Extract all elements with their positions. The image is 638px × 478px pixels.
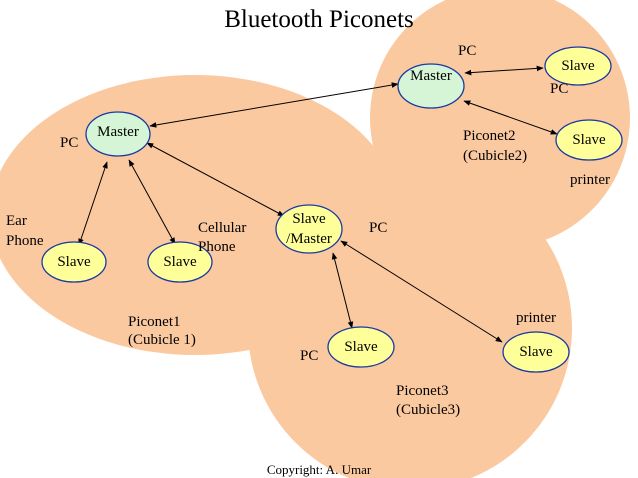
slave-p2-top-shape bbox=[544, 46, 612, 86]
printer2-label: printer bbox=[570, 172, 610, 188]
pc2-slave-label: PC bbox=[550, 81, 569, 97]
pc3-label: PC bbox=[300, 348, 319, 364]
slave-p1-right-node: Slave bbox=[148, 242, 212, 282]
master1-label: Master bbox=[97, 124, 139, 140]
slave-p2-bottom-node: Slave bbox=[556, 120, 622, 160]
link-master2-slave-top bbox=[464, 65, 544, 76]
slave-p3-left-node: Slave bbox=[328, 327, 394, 367]
link-master1-master2 bbox=[149, 82, 399, 128]
piconet2-location: (Cubicle2) bbox=[463, 148, 528, 164]
master2-node-shape bbox=[397, 63, 465, 109]
link-master1-slave-right bbox=[128, 159, 176, 245]
bridge-node-shape bbox=[275, 204, 343, 254]
slave-p1-right-label: Slave bbox=[163, 254, 197, 270]
master2-label: Master bbox=[410, 68, 452, 84]
printer3-label: printer bbox=[516, 310, 556, 326]
slave-p3-right-node: Slave bbox=[503, 332, 569, 372]
slave-p1-left-node: Slave bbox=[42, 242, 106, 282]
bridge-label-line1: Slave bbox=[292, 211, 326, 227]
pc1-label: PC bbox=[60, 135, 79, 151]
piconet1-name: Piconet1 bbox=[128, 314, 181, 330]
diagram-title: Bluetooth Piconets bbox=[224, 6, 414, 33]
cellular-phone-label: Phone bbox=[198, 239, 236, 255]
slave-p2-top-label: Slave bbox=[561, 58, 595, 74]
piconet3-location: (Cubicle3) bbox=[396, 402, 461, 418]
master1-node: Master bbox=[86, 112, 150, 156]
cellular-label: Cellular bbox=[198, 220, 247, 236]
bridge-node: Slave /Master bbox=[276, 205, 342, 253]
link-bridge-slave-printer bbox=[340, 240, 503, 343]
piconet1-location: (Cubicle 1) bbox=[128, 332, 196, 348]
slave-p1-left-shape bbox=[41, 241, 107, 283]
slave-p3-right-shape bbox=[502, 331, 570, 373]
slave-p3-left-shape bbox=[327, 326, 395, 368]
slave-p2-top-node: Slave bbox=[545, 47, 611, 85]
piconet3-name: Piconet3 bbox=[396, 383, 449, 399]
piconet2-name: Piconet2 bbox=[463, 128, 516, 144]
slave-p3-left-label: Slave bbox=[344, 339, 378, 355]
ear-phone-label: Phone bbox=[6, 233, 44, 249]
slave-p2-bottom-label: Slave bbox=[572, 132, 606, 148]
copyright-footer: Copyright: A. Umar bbox=[266, 462, 372, 477]
bridge-label-line2: /Master bbox=[286, 231, 332, 247]
master1-node-shape bbox=[85, 111, 151, 157]
link-master1-slave-left bbox=[78, 161, 108, 246]
ear-label: Ear bbox=[6, 213, 27, 229]
slave-p1-left-label: Slave bbox=[57, 254, 91, 270]
bridge-pc-label: PC bbox=[369, 220, 388, 236]
slave-p1-right-shape bbox=[147, 241, 213, 283]
link-master2-slave-bottom bbox=[463, 100, 558, 135]
link-master1-bridge bbox=[146, 142, 285, 217]
master2-node: Master bbox=[398, 64, 464, 108]
slave-p3-right-label: Slave bbox=[519, 344, 553, 360]
slave-p2-bottom-shape bbox=[555, 119, 623, 161]
pc2-master-label: PC bbox=[458, 43, 477, 59]
